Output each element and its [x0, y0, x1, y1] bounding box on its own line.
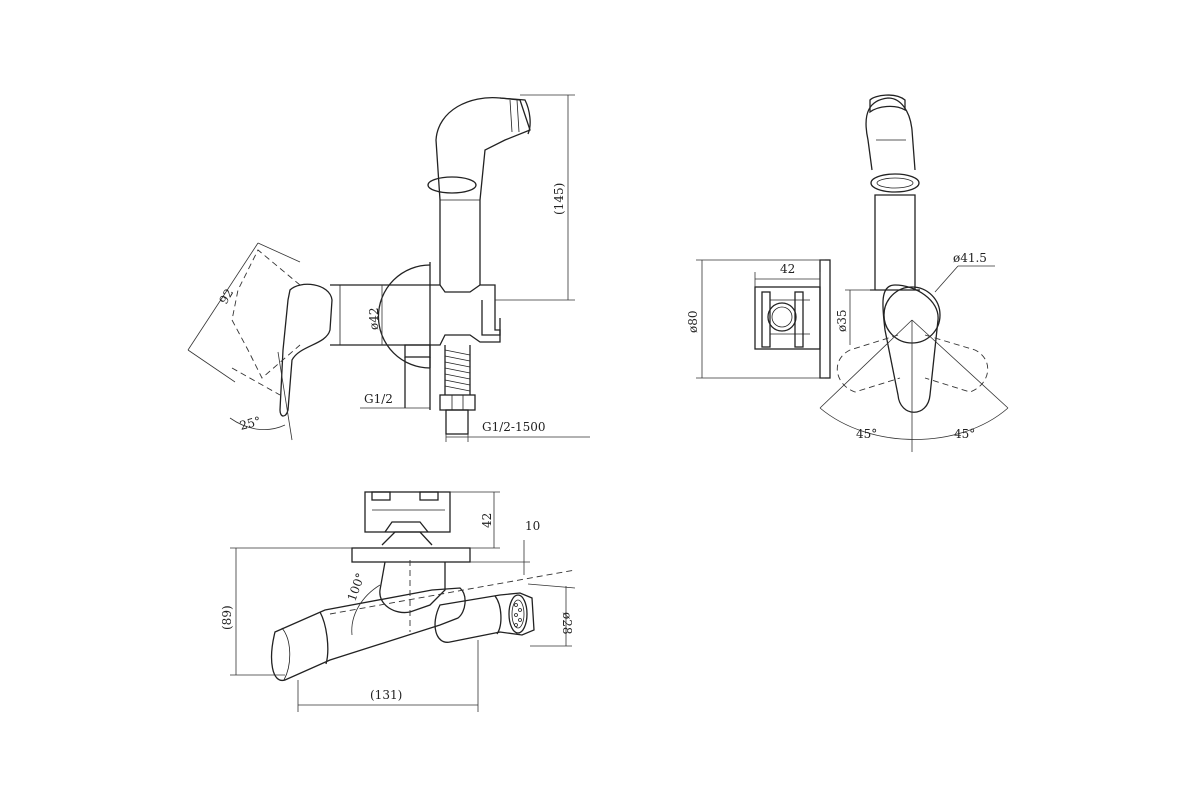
hose-coil [444, 349, 471, 392]
dim-hose-label: G1/2-1500 [482, 420, 546, 434]
dim-sprayer-diameter-label: ø28 [560, 612, 574, 635]
dim-handle-length-label: 92 [216, 286, 236, 306]
dim-handle-angle-label: 25° [238, 414, 262, 433]
dim-width-label: 42 [780, 262, 795, 276]
dim-depth-label: 42 [480, 513, 494, 528]
dim-angle-left-label: 45° [856, 427, 877, 441]
top-view: 42 10 (89) 100° ø28 (131) [220, 491, 576, 712]
dim-thread-label: G1/2 [364, 392, 393, 406]
dim-body-diameter-label: ø35 [835, 310, 849, 333]
dim-angle-right-label: 45° [954, 427, 975, 441]
front-view: 45° 45° 42 ø80 ø35 ø41.5 [686, 94, 1009, 452]
dim-plate-label: 10 [525, 519, 540, 533]
dim-plate-diameter-label: ø80 [686, 311, 700, 334]
dim-length-label: (131) [370, 688, 402, 702]
dim-height-label: (145) [552, 183, 566, 215]
dim-handle-diameter-label: ø41.5 [953, 251, 987, 265]
sprayer-holes [514, 603, 522, 627]
dim-total-height-label: (89) [220, 605, 234, 630]
side-view: (145) ø42 92 25° G1/2 G1/2-1500 [187, 94, 590, 442]
dim-hose-diameter-label: ø42 [367, 308, 381, 331]
